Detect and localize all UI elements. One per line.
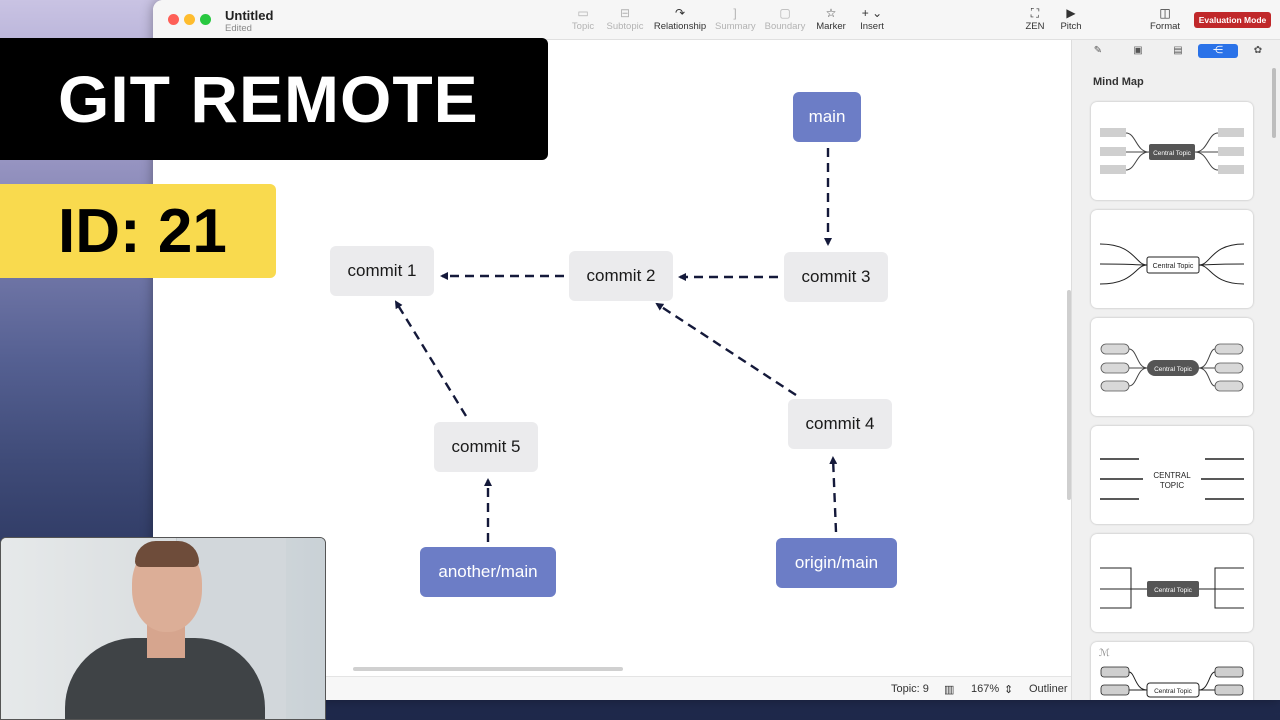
mindmap-style-2[interactable]: Central Topic xyxy=(1091,210,1253,308)
palette-icon: ✿ xyxy=(1253,45,1263,56)
theme-tab[interactable]: ✿ xyxy=(1238,44,1278,58)
toolbar: Untitled Edited ▭ Topic ⊟ Subtopic ↷ Rel… xyxy=(153,0,1280,40)
format-button[interactable]: ◫ Format xyxy=(1149,6,1181,32)
commit-1[interactable]: commit 1 xyxy=(330,246,434,296)
evaluation-mode-badge[interactable]: Evaluation Mode xyxy=(1194,12,1271,28)
mindmap-style-1-preview: Central Topic xyxy=(1100,128,1244,174)
subtopic-button[interactable]: ⊟ Subtopic xyxy=(606,6,644,32)
handdrawn-icon: ℳ xyxy=(1099,648,1110,659)
svg-text:Central Topic: Central Topic xyxy=(1154,688,1193,695)
slides-icon: ▣ xyxy=(1133,45,1143,56)
commit-4[interactable]: commit 4 xyxy=(788,399,892,449)
commit-5[interactable]: commit 5 xyxy=(434,422,538,472)
summary-button[interactable]: ] Summary xyxy=(715,6,756,32)
relationship-arrows xyxy=(394,148,838,542)
mindmap-style-4[interactable]: CENTRAL TOPIC xyxy=(1091,426,1253,524)
fullscreen-icon: ⛶ xyxy=(1030,6,1040,20)
panel-heading: Mind Map xyxy=(1093,76,1144,88)
outliner-button[interactable]: Outliner xyxy=(1029,683,1068,695)
topic-count: Topic: 9 xyxy=(891,683,929,695)
document-title[interactable]: Untitled xyxy=(225,8,274,23)
map-icon[interactable]: ▥ xyxy=(944,684,955,696)
notes-tab[interactable]: ▤ xyxy=(1158,44,1198,58)
arrow-commit5-to-commit1 xyxy=(394,300,468,417)
close-window-button[interactable] xyxy=(168,14,179,25)
mindmap-style-3-preview: Central Topic xyxy=(1100,343,1244,392)
star-icon: ☆ xyxy=(825,6,837,20)
subtopic-icon: ⊟ xyxy=(619,6,631,20)
canvas-vertical-scrollbar[interactable] xyxy=(1067,290,1071,500)
format-panel-icon: ◫ xyxy=(1159,6,1171,20)
webcam-overlay xyxy=(0,537,326,720)
boundary-button[interactable]: ▢ Boundary xyxy=(764,6,806,32)
svg-text:Central Topic: Central Topic xyxy=(1153,263,1194,270)
pitch-tab[interactable]: ▣ xyxy=(1118,44,1158,58)
insert-button[interactable]: + ⌄ Insert xyxy=(856,6,888,32)
boundary-icon: ▢ xyxy=(779,6,791,20)
topic-button[interactable]: ▭ Topic xyxy=(571,6,595,32)
svg-text:CENTRAL: CENTRAL xyxy=(1153,471,1191,480)
branch-main[interactable]: main xyxy=(793,92,861,142)
canvas-horizontal-scrollbar[interactable] xyxy=(353,667,623,671)
mindmap-style-4-preview: CENTRAL TOPIC xyxy=(1100,458,1244,500)
mindmap-style-2-preview: Central Topic xyxy=(1099,243,1245,285)
branch-origin-main[interactable]: origin/main xyxy=(776,538,897,588)
summary-icon: ] xyxy=(733,6,737,20)
svg-text:Central Topic: Central Topic xyxy=(1154,587,1193,594)
arrow-commit4-to-commit2 xyxy=(655,302,797,397)
play-icon: ▶ xyxy=(1066,6,1076,20)
zen-button[interactable]: ⛶ ZEN xyxy=(1021,6,1049,32)
svg-text:Central Topic: Central Topic xyxy=(1154,366,1193,373)
fullscreen-window-button[interactable] xyxy=(200,14,211,25)
topic-icon: ▭ xyxy=(577,6,589,20)
zoom-stepper-icon[interactable]: ⇕ xyxy=(1004,684,1014,696)
arrow-origin-main-to-commit4 xyxy=(829,456,838,533)
minimize-window-button[interactable] xyxy=(184,14,195,25)
svg-text:Central Topic: Central Topic xyxy=(1153,150,1192,157)
commit-2[interactable]: commit 2 xyxy=(569,251,673,301)
plus-icon: + ⌄ xyxy=(861,6,883,20)
style-tab[interactable]: ✎ xyxy=(1078,44,1118,58)
mindmap-style-3[interactable]: Central Topic xyxy=(1091,318,1253,416)
mindmap-style-5-preview: Central Topic xyxy=(1100,567,1244,609)
relationship-button[interactable]: ↷ Relationship xyxy=(653,6,707,32)
mindmap-style-6-preview: ℳ Central Topic xyxy=(1099,648,1244,698)
structure-icon: ⋲ xyxy=(1213,45,1223,56)
brush-icon: ✎ xyxy=(1093,45,1103,56)
marker-button[interactable]: ☆ Marker xyxy=(814,6,848,32)
panel-scrollbar[interactable] xyxy=(1272,68,1276,138)
note-icon: ▤ xyxy=(1173,45,1183,56)
structure-tab[interactable]: ⋲ xyxy=(1198,44,1238,58)
svg-text:TOPIC: TOPIC xyxy=(1160,481,1185,490)
zoom-level[interactable]: 167% xyxy=(971,683,1000,695)
pitch-button[interactable]: ▶ Pitch xyxy=(1057,6,1085,32)
mindmap-style-1[interactable]: Central Topic xyxy=(1091,102,1253,200)
document-status: Edited xyxy=(225,23,252,34)
branch-another-main[interactable]: another/main xyxy=(420,547,556,597)
video-id-banner: ID: 21 xyxy=(0,184,276,278)
commit-3[interactable]: commit 3 xyxy=(784,252,888,302)
relationship-icon: ↷ xyxy=(674,6,686,20)
mindmap-style-5[interactable]: Central Topic xyxy=(1091,534,1253,632)
mindmap-style-6[interactable]: ℳ Central Topic xyxy=(1091,642,1253,700)
format-panel: ✎ ▣ ▤ ⋲ ✿ Mind Map Central Topic xyxy=(1071,40,1280,700)
video-title-banner: GIT REMOTE xyxy=(0,38,548,160)
